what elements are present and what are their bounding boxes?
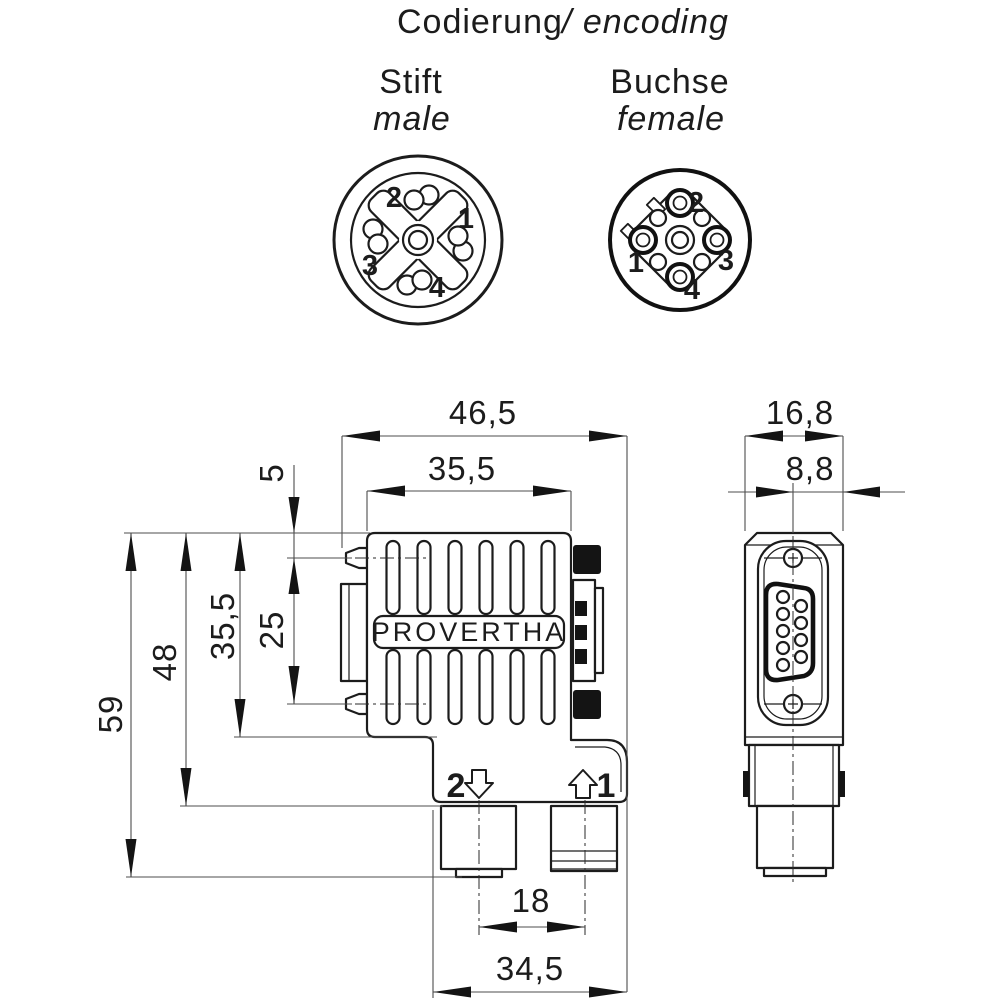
- groove-slot: [447, 539, 463, 616]
- groove-slot: [509, 648, 525, 726]
- dsub-plug-side: [339, 582, 369, 683]
- dsub-side-plate: [593, 586, 605, 675]
- contact: [575, 649, 587, 664]
- female-small-hole: [692, 252, 712, 272]
- port-1-label: 1: [597, 767, 616, 805]
- title-en: / encoding: [560, 3, 729, 41]
- female-pin-label-4: 4: [684, 274, 700, 306]
- male-pin-label-3: 3: [362, 250, 378, 282]
- clip-tab-right: [839, 771, 845, 797]
- female-label-en: female: [617, 100, 725, 138]
- dim-depth: 16,8: [766, 394, 834, 431]
- socket-hole: [775, 640, 791, 656]
- groove-slot: [447, 648, 463, 726]
- female-small-hole: [692, 208, 712, 228]
- female-pin-label-1: 1: [628, 247, 644, 279]
- side-dimensions: 16,8 8,8: [728, 394, 905, 533]
- socket-hole: [775, 589, 791, 605]
- socket-hole: [775, 623, 791, 639]
- dim-overall-height: 59: [92, 695, 129, 734]
- female-center-ring-inner: [670, 230, 690, 250]
- side-gland-foot: [762, 866, 828, 878]
- female-pin-label-2: 2: [688, 187, 704, 219]
- socket-hole: [775, 606, 791, 622]
- side-gland-stub: [755, 804, 835, 870]
- front-view: PROVERTHA 2 1: [330, 531, 629, 935]
- groove-slots: [385, 539, 556, 726]
- title-de: Codierung: [397, 3, 563, 41]
- groove-slot: [540, 539, 556, 616]
- dim-screw-spacing: 25: [253, 611, 290, 650]
- female-connector-face: 1 2 3 4: [608, 168, 752, 312]
- brand-plate: [372, 614, 566, 650]
- contact: [575, 601, 587, 616]
- dim-overall-width: 46,5: [449, 394, 517, 431]
- male-pin-hole: [447, 225, 469, 247]
- cable-port-1: [549, 804, 619, 873]
- brand-label: PROVERTHA: [372, 617, 567, 647]
- terminal-block-top: [573, 545, 601, 574]
- side-view: [743, 531, 845, 884]
- dim-port-spacing: 18: [512, 882, 551, 919]
- groove-slot: [416, 648, 432, 726]
- male-label-en: male: [373, 100, 451, 138]
- groove-slot: [478, 539, 494, 616]
- groove-slot: [385, 539, 401, 616]
- male-pin-hole: [403, 189, 425, 211]
- housing-outline: [365, 531, 629, 804]
- groove-slot: [416, 539, 432, 616]
- female-label-de: Buchse: [610, 63, 729, 101]
- socket-hole: [793, 632, 809, 648]
- up-arrow-icon: [568, 769, 598, 799]
- male-pin-label-2: 2: [386, 182, 402, 214]
- dsub9-holes: [775, 589, 809, 673]
- male-center-ring-inner: [407, 229, 429, 251]
- socket-hole: [775, 657, 791, 673]
- male-pin-label-4: 4: [429, 272, 445, 304]
- contact: [575, 625, 587, 640]
- female-small-hole: [648, 252, 668, 272]
- header: Codierung / encoding Stift male Buchse f…: [373, 3, 729, 138]
- dim-body-width: 35,5: [428, 450, 496, 487]
- housing-inner-edge: [575, 746, 622, 792]
- groove-slot: [540, 648, 556, 726]
- female-pin-label-3: 3: [718, 245, 734, 277]
- groove-slot: [478, 648, 494, 726]
- dim-lower-width: 34,5: [496, 950, 564, 987]
- male-pin-hole: [411, 269, 433, 291]
- down-arrow-icon: [464, 769, 494, 799]
- male-pin-label-1: 1: [458, 203, 474, 235]
- male-connector-face: 1 2 3 4: [332, 154, 504, 326]
- front-dimensions: 46,5 35,5 18 34,5 5 25 35,5 48 59: [92, 394, 628, 998]
- dim-center-offset: 8,8: [786, 450, 835, 487]
- terminal-block-bottom: [573, 690, 601, 719]
- socket-hole: [793, 615, 809, 631]
- male-label-de: Stift: [379, 63, 443, 101]
- groove-slot: [509, 539, 525, 616]
- groove-slot: [385, 648, 401, 726]
- clip-tab-left: [743, 771, 749, 797]
- dim-top-to-screw: 5: [253, 463, 290, 482]
- socket-hole: [793, 649, 809, 665]
- port-2-label: 2: [447, 767, 466, 805]
- female-small-hole: [648, 208, 668, 228]
- socket-hole: [793, 598, 809, 614]
- dim-to-gland-base: 48: [146, 643, 183, 682]
- dsub9-face: [763, 581, 816, 683]
- dim-body-height: 35,5: [204, 592, 241, 660]
- male-pin-hole: [367, 233, 389, 255]
- side-mid-block: [747, 743, 841, 808]
